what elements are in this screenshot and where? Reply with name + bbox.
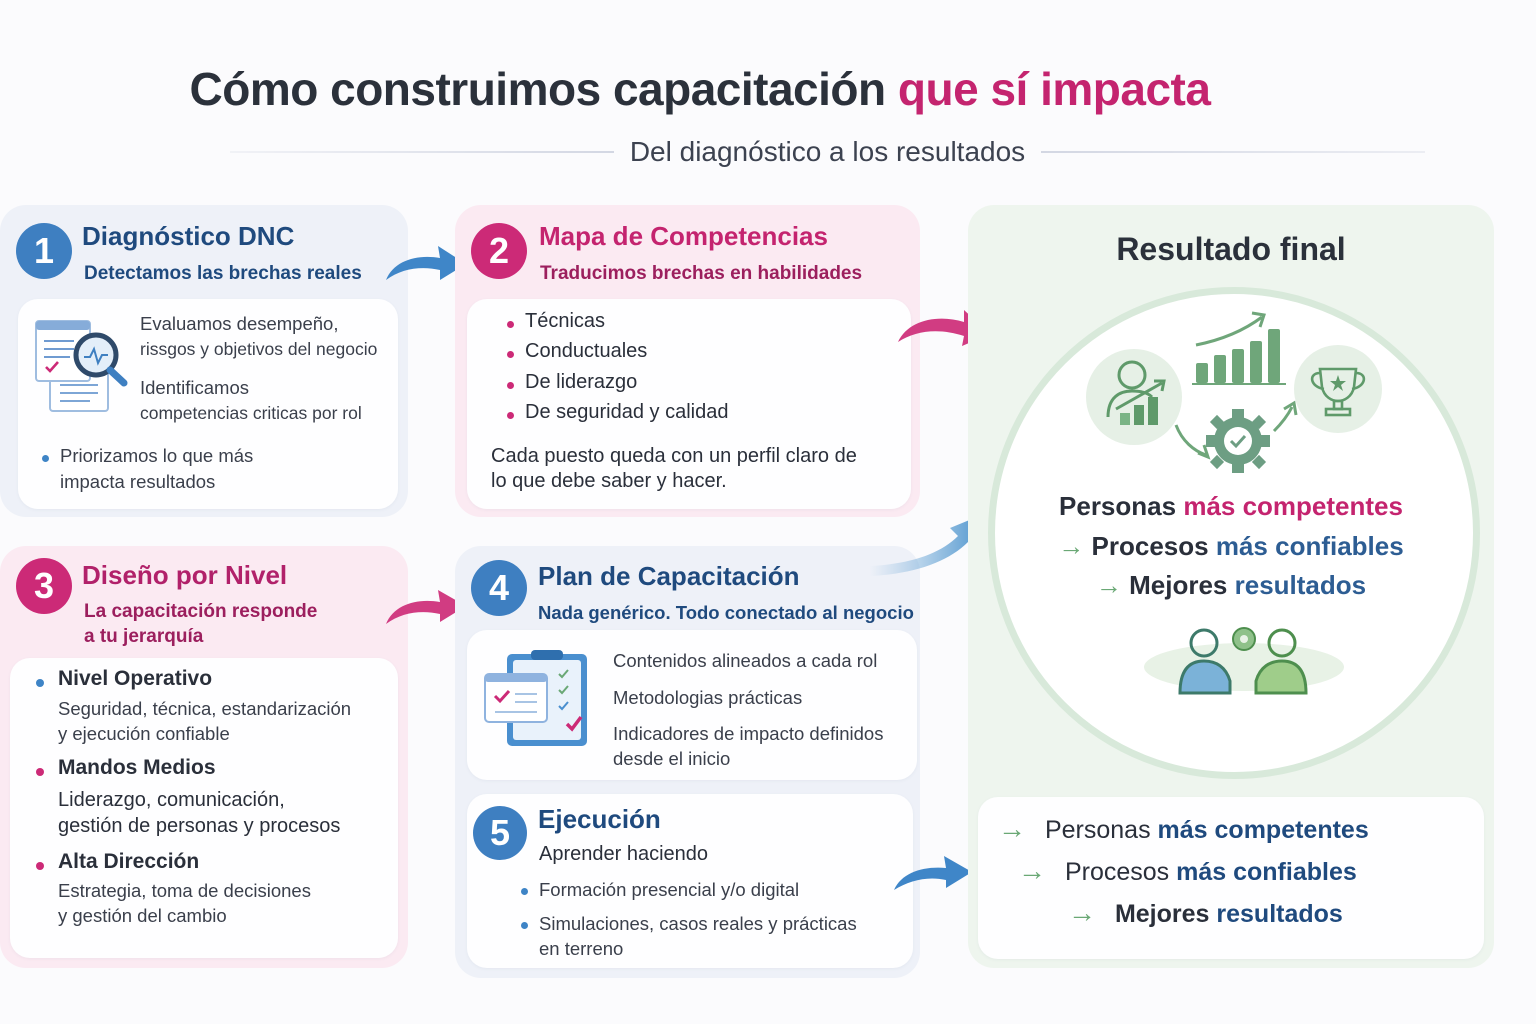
result-title: Resultado final <box>1116 231 1346 267</box>
item-text: Evaluamos desempeño, <box>140 313 339 334</box>
result-panel: Resultado final <box>968 205 1494 968</box>
clipboard-checklist-icon <box>484 650 587 746</box>
level-name: Nivel Operativo <box>58 667 213 690</box>
bullet-text: De seguridad y calidad <box>525 401 729 423</box>
step-subtitle: Detectamos las brechas reales <box>84 263 362 284</box>
bullet-dot <box>36 679 44 687</box>
gear-check-icon <box>1206 409 1270 473</box>
bullet-text: Técnicas <box>525 310 606 332</box>
summary-line-3: → Mejores resultados <box>1068 897 1343 928</box>
note-text: Cada puesto queda con un perfil claro de <box>491 445 857 467</box>
level-desc: Estrategia, toma de decisiones <box>58 880 311 901</box>
arrow-right-icon: → <box>1018 855 1046 886</box>
step-subtitle: a tu jerarquía <box>84 626 204 647</box>
bullet-text: Formación presencial y/o digital <box>539 879 800 900</box>
arrow-step2-to-result-icon <box>898 310 990 346</box>
level-desc: Liderazgo, comunicación, <box>58 789 285 811</box>
step-4-content: Contenidos alineados a cada rol Metodolo… <box>467 630 917 780</box>
arrow-right-icon: → <box>1068 897 1096 928</box>
level-name: Alta Dirección <box>58 850 200 873</box>
summary-line-1: → Personas más competentes <box>998 813 1369 844</box>
note-text: lo que debe saber y hacer. <box>491 470 727 492</box>
result-line-1: Personas más competentes <box>1059 491 1403 521</box>
step-card-3: 3 Diseño por Nivel La capacitación respo… <box>0 546 408 968</box>
arrow-step4-to-result-icon <box>870 514 984 576</box>
step-title: Plan de Capacitación <box>538 561 800 591</box>
bullet-text: Simulaciones, casos reales y prácticas <box>539 913 857 934</box>
step-badge-5: 5 <box>473 806 527 860</box>
level-desc: y gestión del cambio <box>58 905 227 926</box>
step-card-2: 2 Mapa de Competencias Traducimos brecha… <box>455 205 920 517</box>
bullet-dot <box>507 382 514 389</box>
result-summary: → Personas más competentes → Procesos má… <box>978 797 1484 959</box>
bullet-dot <box>507 412 514 419</box>
divider-right <box>1041 151 1425 153</box>
page-title: Cómo construimos capacitación que sí imp… <box>0 62 1400 116</box>
divider-left <box>230 151 614 153</box>
step-subtitle: Nada genérico. Todo conectado al negocio <box>538 602 914 623</box>
step-content: Evaluamos desempeño, rissgos y objetivos… <box>18 299 398 509</box>
flow-arrow-icon <box>1174 424 1207 457</box>
level-desc: Seguridad, técnica, estandarización <box>58 698 352 719</box>
item-text: rissgos y objetivos del negocio <box>140 339 378 359</box>
level-name: Mandos Medios <box>58 756 216 779</box>
bullet-text: Conductuales <box>525 340 648 362</box>
step-badge-3: 3 <box>16 558 72 614</box>
bullet-dot <box>36 768 44 776</box>
bullet-dot <box>521 888 528 895</box>
summary-line-2: → Procesos más confiables <box>1018 855 1357 886</box>
step-title: Diagnóstico DNC <box>82 221 295 251</box>
title-accent: que sí impacta <box>897 63 1211 115</box>
item-text: desde el inicio <box>613 748 731 769</box>
step-title: Mapa de Competencias <box>539 221 828 251</box>
bar-chart-growth-icon <box>1192 311 1286 385</box>
level-desc: y ejecución confiable <box>58 723 230 744</box>
step-content: Nivel Operativo Seguridad, técnica, esta… <box>10 658 398 958</box>
item-text: Indicadores de impacto definidos <box>613 723 884 744</box>
bullet-dot <box>507 351 514 358</box>
item-text: Metodologias prácticas <box>613 687 803 708</box>
collaboration-icon <box>1144 627 1344 695</box>
bullet-dot <box>507 321 514 328</box>
page-subtitle: Del diagnóstico a los resultados <box>629 136 1026 167</box>
bullet-text: impacta resultados <box>60 471 216 492</box>
step-title: Ejecución <box>538 804 661 834</box>
step-5-content: 5 Ejecución Aprender haciendo Formación … <box>467 794 913 968</box>
document-magnifier-icon <box>35 320 128 412</box>
step-badge-4: 4 <box>471 560 527 616</box>
arrow-step1-to-step2-icon <box>386 246 466 280</box>
arrow-right-icon: → <box>998 813 1026 844</box>
arrow-step3-to-step4-icon <box>386 590 466 624</box>
step-subtitle: Traducimos brechas en habilidades <box>540 263 863 284</box>
bullet-text: en terreno <box>539 938 624 959</box>
bullet-text: Priorizamos lo que más <box>60 445 254 466</box>
result-line-3: → Mejores resultados <box>1095 570 1367 600</box>
arrow-step5-to-summary-icon <box>894 856 972 890</box>
step-badge-1: 1 <box>16 223 72 279</box>
level-desc: gestión de personas y procesos <box>58 815 341 837</box>
step-subtitle: La capacitación responde <box>84 601 318 622</box>
item-text: Identificamos <box>140 377 249 398</box>
bullet-dot <box>42 455 49 462</box>
person-growth-icon <box>1086 349 1182 445</box>
step-badge-2: 2 <box>471 223 527 279</box>
item-text: competencias criticas por rol <box>140 403 362 423</box>
step-title: Diseño por Nivel <box>82 560 288 590</box>
subtitle-row: Del diagnóstico a los resultados <box>230 132 1425 172</box>
step-card-4-5: 4 Plan de Capacitación Nada genérico. To… <box>455 546 920 978</box>
bullet-text: De liderazgo <box>525 371 638 393</box>
trophy-icon <box>1294 345 1382 433</box>
bullet-dot <box>36 862 44 870</box>
step-card-1: 1 Diagnóstico DNC Detectamos las brechas… <box>0 205 408 517</box>
arrow-right-icon: → <box>1095 570 1122 600</box>
step-subtitle: Aprender haciendo <box>539 843 709 865</box>
step-content: Técnicas Conductuales De liderazgo De se… <box>467 299 911 509</box>
item-text: Contenidos alineados a cada rol <box>613 650 878 671</box>
arrow-right-icon: → <box>1058 531 1085 561</box>
bullet-dot <box>521 922 528 929</box>
result-icons-cluster <box>1086 311 1382 473</box>
result-line-2: → Procesos más confiables <box>1058 531 1404 561</box>
title-main: Cómo construimos capacitación <box>189 63 887 115</box>
